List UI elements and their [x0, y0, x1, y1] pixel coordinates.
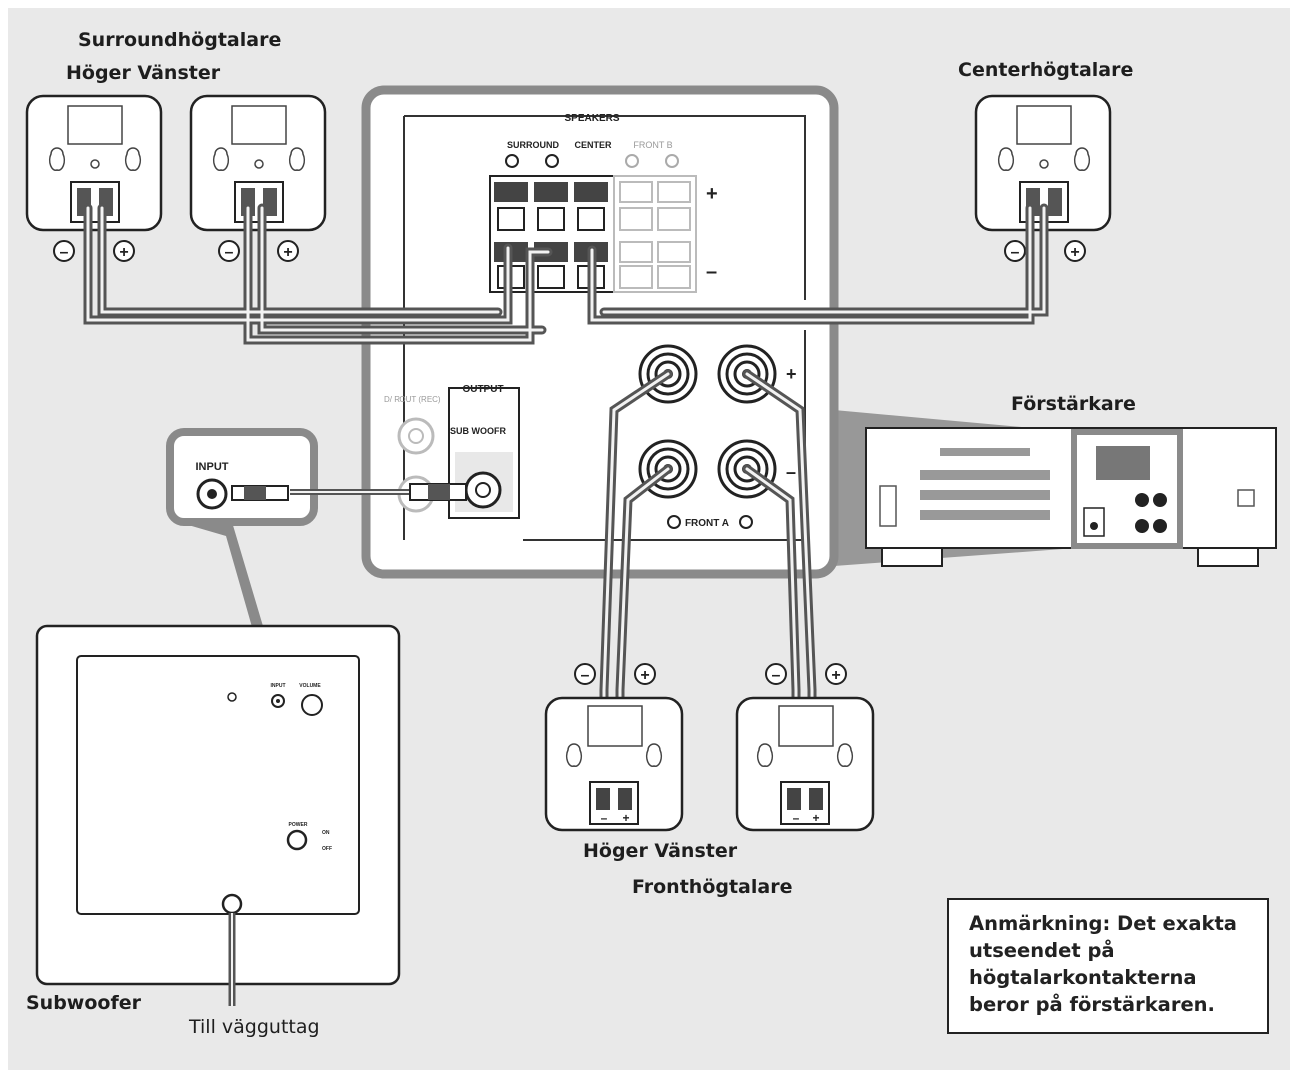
sub-off-label: OFF — [322, 846, 332, 852]
polarity-signs-front: – + – + — [581, 667, 841, 684]
speakers-label: SPEAKERS — [564, 113, 619, 124]
surround-terminal-label: SURROUND — [507, 140, 560, 150]
surround-sides-label: Höger Vänster — [66, 62, 221, 84]
front-a-plus-sign: + — [786, 364, 797, 384]
svg-text:+: + — [640, 667, 649, 684]
sub-input-label: INPUT — [271, 683, 286, 689]
subwoofer-title: Subwoofer — [26, 992, 142, 1014]
front-b-terminal-label: FRONT B — [633, 140, 672, 150]
terminal-minus-sign: – — [706, 261, 717, 283]
output-section: OUTPUT SUB WOOFR OUT (REC) D/ R — [384, 384, 520, 519]
sub-power-label: POWER — [289, 822, 308, 828]
center-speaker-title: Centerhögtalare — [958, 59, 1133, 81]
svg-text:+: + — [622, 811, 629, 825]
svg-text:–: – — [772, 667, 781, 684]
sub-volume-label: VOLUME — [299, 683, 321, 689]
svg-text:+: + — [119, 244, 128, 261]
speaker-terminal-block — [489, 175, 697, 293]
output-label: OUTPUT — [462, 384, 503, 395]
svg-text:+: + — [1070, 244, 1079, 261]
svg-text:+: + — [283, 244, 292, 261]
wall-outlet-label: Till vägguttag — [188, 1016, 320, 1038]
md-cdr-label: D/ R — [384, 395, 400, 404]
svg-text:–: – — [581, 667, 590, 684]
polarity-markers-top — [53, 240, 1086, 262]
sub-woofer-label: SUB WOOFR — [450, 426, 506, 436]
note-box: Anmärkning: Det exakta utseendet på högt… — [947, 898, 1269, 1034]
volume-knob[interactable] — [301, 694, 323, 716]
out-rec-label: OUT (REC) — [399, 395, 441, 404]
svg-text:+: + — [831, 667, 840, 684]
svg-text:–: – — [60, 244, 69, 261]
input-callout-label: INPUT — [196, 461, 229, 473]
front-a-minus-sign: – — [786, 462, 796, 482]
amplifier-unit — [865, 427, 1277, 567]
svg-text:–: – — [1011, 244, 1020, 261]
polarity-signs-top: – + – + – + — [60, 244, 1080, 261]
svg-text:–: – — [601, 811, 608, 825]
front-a-label: FRONT A — [685, 518, 729, 529]
front-speakers-title: Fronthögtalare — [632, 876, 792, 898]
polarity-markers-front — [574, 663, 847, 685]
surround-speakers-title: Surroundhögtalare — [78, 29, 281, 51]
svg-text:+: + — [812, 811, 819, 825]
front-left-speaker — [735, 696, 875, 832]
surround-right-speaker — [25, 94, 163, 232]
sub-on-label: ON — [322, 830, 330, 836]
rca-cable — [231, 483, 467, 501]
front-sides-label: Höger Vänster — [583, 840, 738, 862]
subwoofer-unit: INPUT VOLUME POWER ON OFF — [35, 624, 401, 1006]
front-right-speaker — [544, 696, 684, 832]
terminal-plus-sign: + — [706, 183, 718, 205]
center-terminal-label: CENTER — [574, 140, 612, 150]
svg-text:–: – — [793, 811, 800, 825]
svg-text:–: – — [225, 244, 234, 261]
power-button[interactable] — [286, 829, 308, 851]
amplifier-title: Förstärkare — [1011, 393, 1136, 415]
